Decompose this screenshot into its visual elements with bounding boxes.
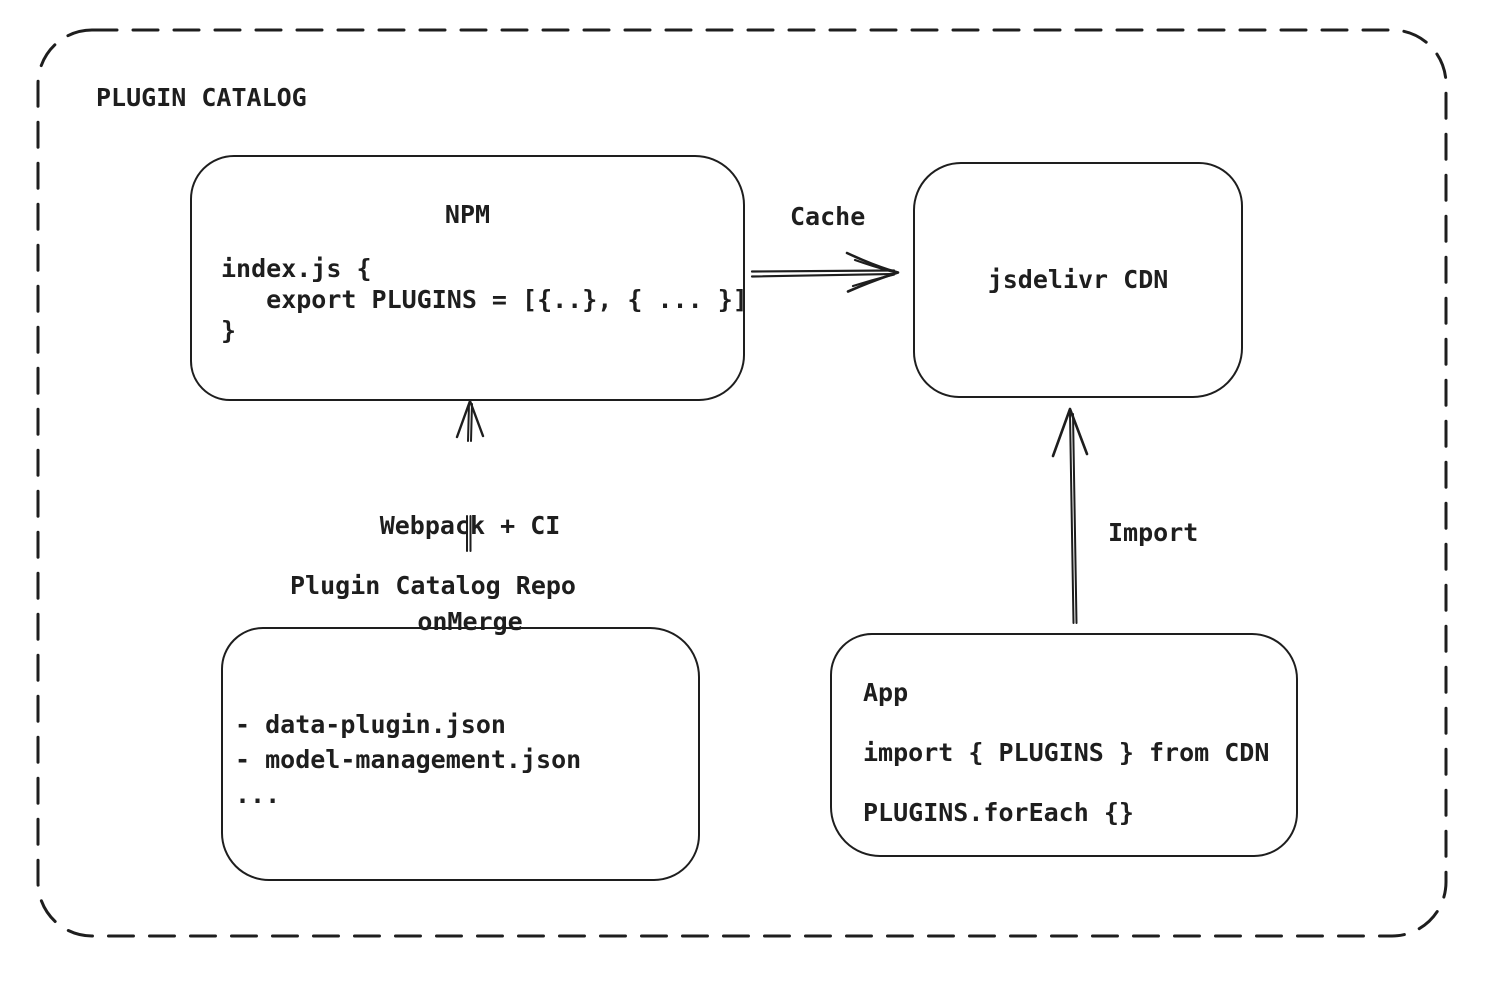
app-box-title: App <box>863 678 909 707</box>
import-arrow-shaft <box>1069 413 1078 624</box>
repo-file-item-1: - data-plugin.json <box>235 710 506 739</box>
cdn-box-label: jsdelivr CDN <box>987 265 1169 294</box>
import-arrow-head <box>1051 407 1089 458</box>
npm-code-block: index.js { export PLUGINS = [{..}, { ...… <box>221 253 748 346</box>
repo-title: Plugin Catalog Repo <box>290 571 576 600</box>
npm-box-title: NPM <box>444 200 491 229</box>
cache-arrow-shaft <box>750 269 896 273</box>
build-arrow-stub-top <box>467 403 473 442</box>
npm-code-line-2: export PLUGINS = [{..}, { ... }] <box>221 285 748 314</box>
cache-arrow-label: Cache <box>790 202 866 231</box>
build-arrow-label-line-1: Webpack + CI <box>379 511 561 540</box>
repo-box: - data-plugin.json - model-management.js… <box>221 627 700 881</box>
repo-file-item-2: - model-management.json <box>235 745 582 774</box>
cache-arrow-shaft-2 <box>750 272 896 278</box>
app-box: App import { PLUGINS } from CDN PLUGINS.… <box>830 633 1298 857</box>
cache-arrow-head <box>845 251 900 293</box>
app-content: App import { PLUGINS } from CDN PLUGINS.… <box>863 677 1269 829</box>
repo-file-item-3: ... <box>235 780 281 809</box>
build-arrow-head <box>455 399 485 439</box>
cdn-box: jsdelivr CDN <box>913 162 1243 398</box>
cache-arrow-head-2 <box>851 258 898 288</box>
npm-code-line-1: index.js { <box>221 254 372 283</box>
diagram-title: PLUGIN CATALOG <box>96 83 307 112</box>
repo-file-list: - data-plugin.json - model-management.js… <box>235 707 581 812</box>
app-code-line-1: import { PLUGINS } from CDN <box>863 738 1270 767</box>
npm-box: NPM index.js { export PLUGINS = [{..}, {… <box>190 155 748 401</box>
import-arrow-label: Import <box>1108 518 1199 547</box>
app-code-line-2: PLUGINS.forEach {} <box>863 798 1134 827</box>
npm-code-line-3: } <box>221 316 237 345</box>
